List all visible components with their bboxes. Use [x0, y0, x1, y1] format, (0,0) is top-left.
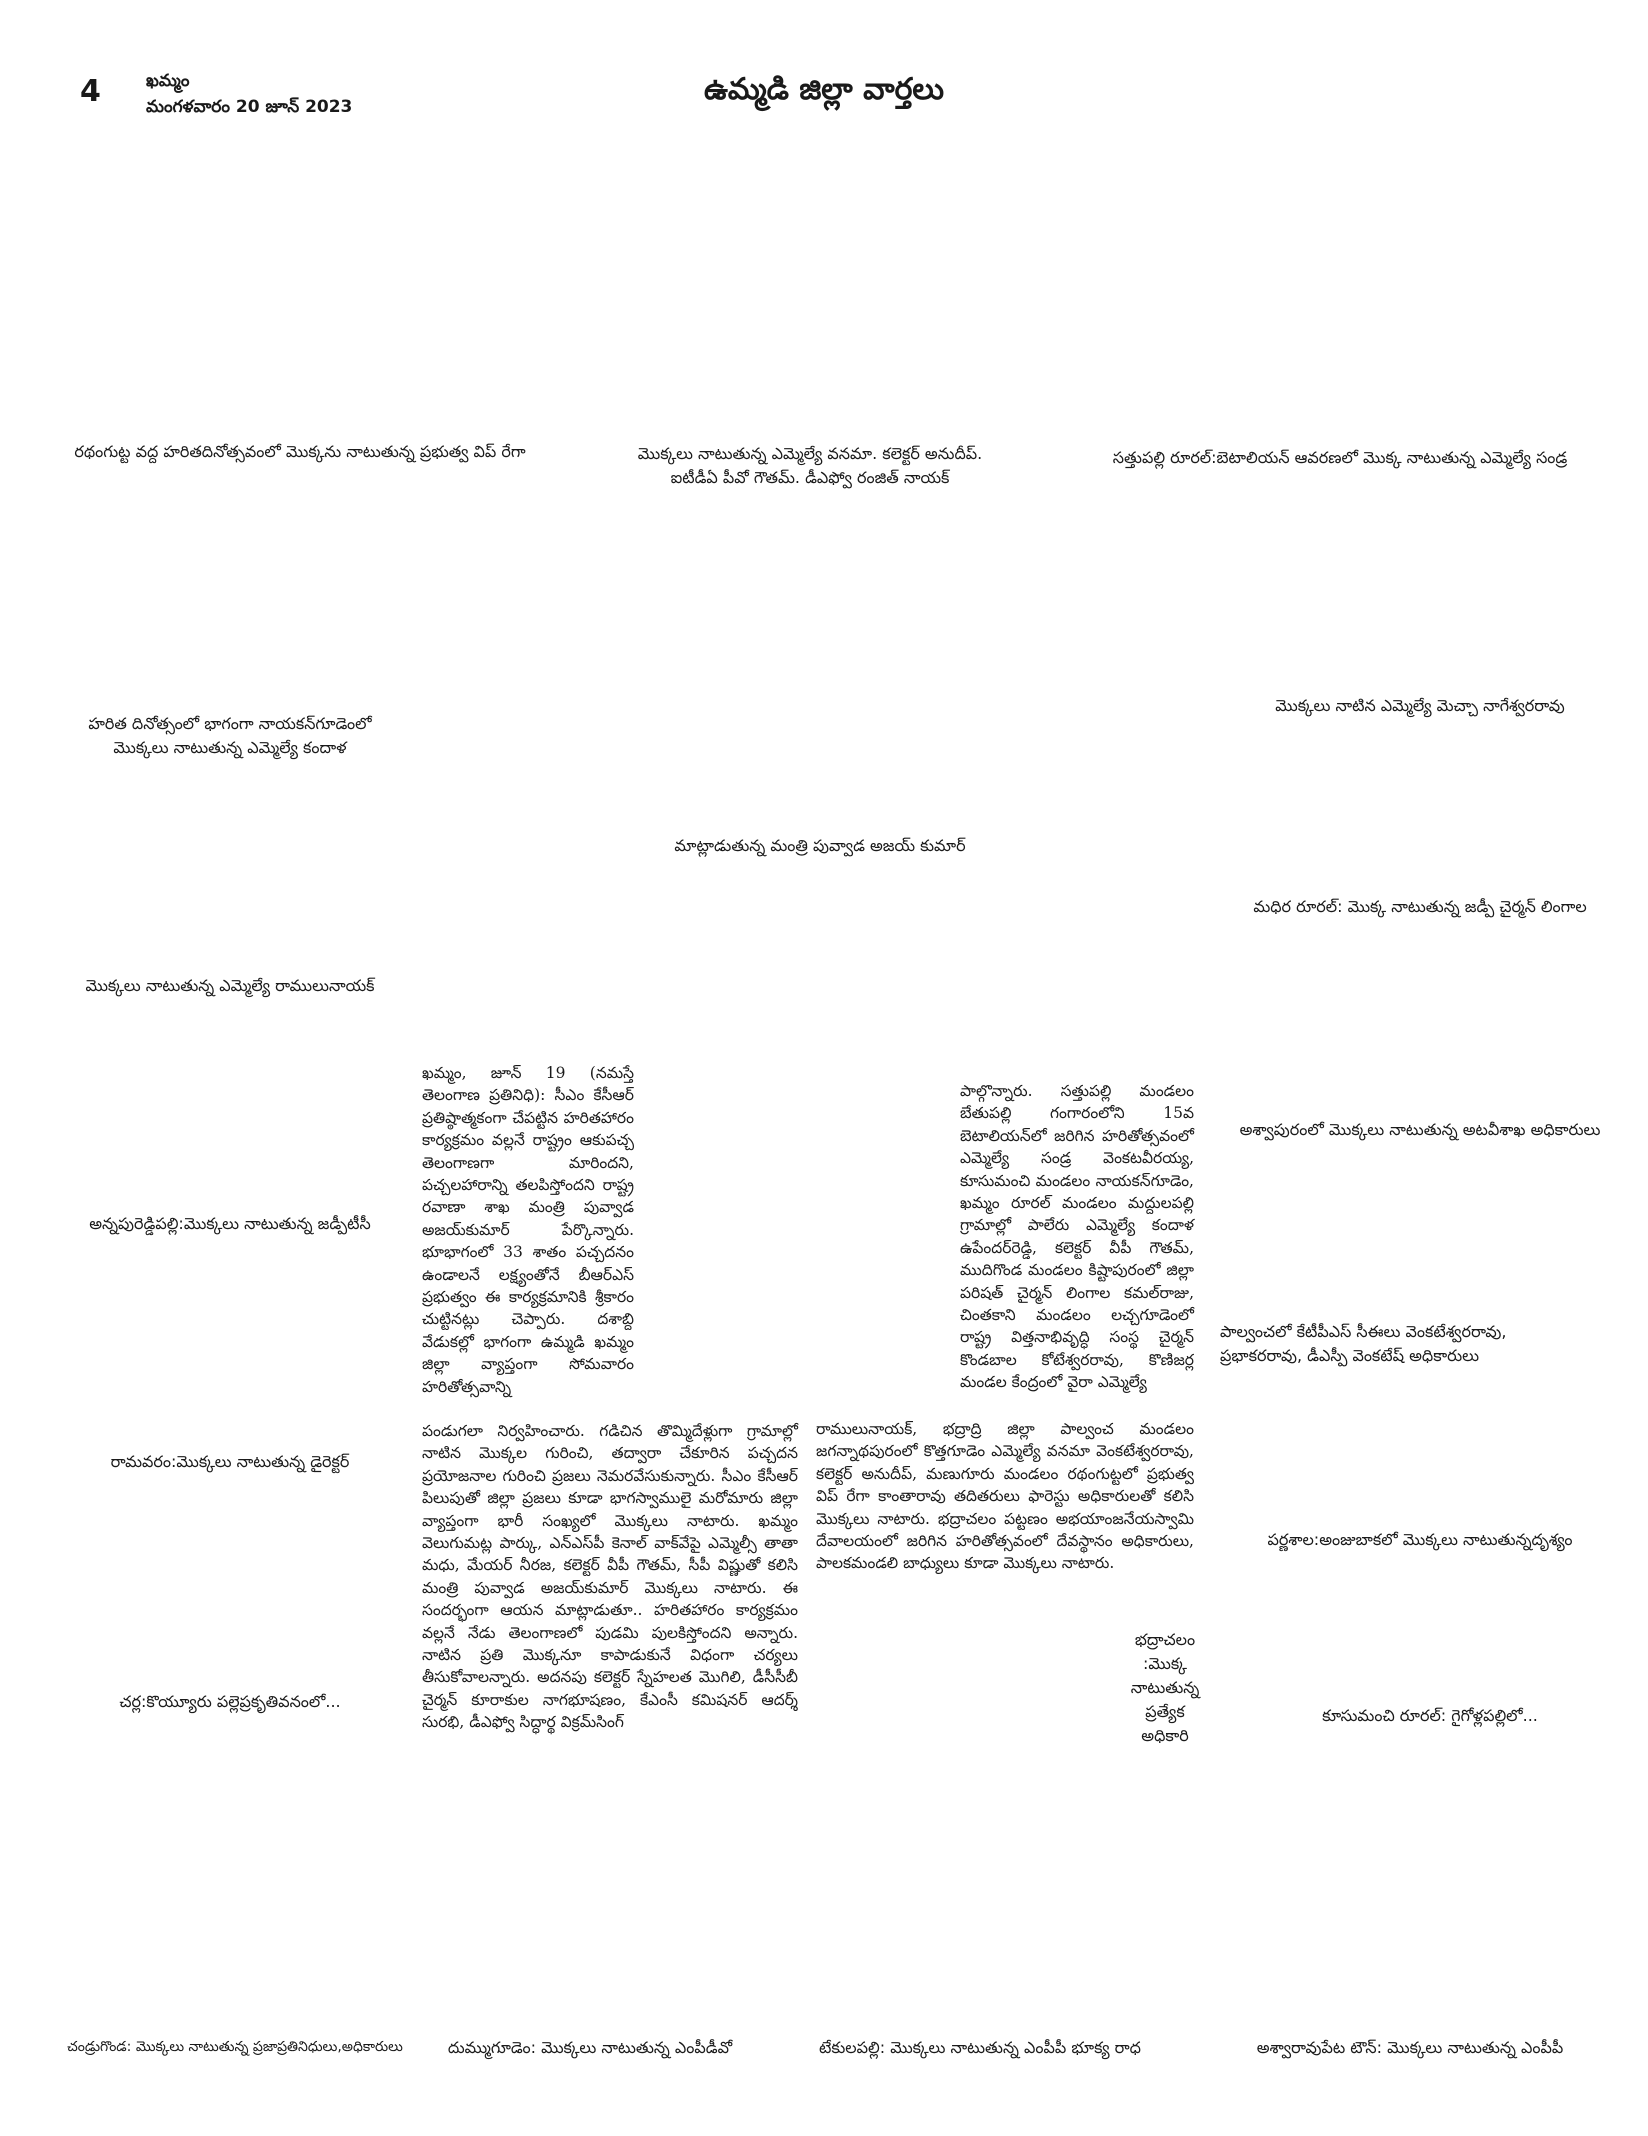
- article-column-2-bottom: రాములునాయక్, భద్రాద్రి జిల్లా పాల్వంచ మం…: [816, 1418, 1194, 1575]
- photo-caption: దుమ్ముగూడెం: మొక్కలు నాటుతున్న ఎంపీడీవో: [447, 2038, 733, 2057]
- caption-line: మొక్కలు నాటుతున్న ఎమ్మెల్యే వనమా. కలెక్ట…: [637, 444, 983, 463]
- article-column-1-bottom: పండుగలా నిర్వహించారు. గడిచిన తొమ్మిదేళ్ల…: [422, 1420, 798, 1734]
- caption-line: అధికారి: [1141, 1726, 1189, 1745]
- caption-line: భద్రాచలం: [1134, 1630, 1196, 1649]
- photo-caption: భద్రాచలం :మొక్క నాటుతున్న ప్రత్యేక అధికా…: [1110, 1628, 1220, 1748]
- photo-caption: అశ్వారావుపేట టౌన్: మొక్కలు నాటుతున్న ఎంప…: [1256, 2038, 1564, 2057]
- caption-line: :మొక్క: [1143, 1654, 1187, 1673]
- photo-caption: మొక్కలు నాటిన ఎమ్మెల్యే మెచ్చా నాగేశ్వరర…: [1275, 696, 1565, 715]
- caption-line: మొక్కలు నాటుతున్న ఎమ్మెల్యే కందాళ: [113, 738, 347, 757]
- article-paragraph: పండుగలా నిర్వహించారు. గడిచిన తొమ్మిదేళ్ల…: [422, 1422, 798, 1732]
- edition-city: ఖమ్మం: [146, 71, 190, 91]
- caption-line: నాటుతున్న: [1130, 1678, 1200, 1697]
- photo-caption: హరిత దినోత్సంలో భాగంగా నాయకన్‌గూడెంలో మొ…: [40, 712, 420, 760]
- caption-line: ప్రత్యేక: [1145, 1702, 1185, 1721]
- photo-caption: అన్నపురెడ్డిపల్లి:మొక్కలు నాటుతున్న జడ్ప…: [89, 1214, 371, 1233]
- photo-caption: రామవరం:మొక్కలు నాటుతున్న డైరెక్టర్: [110, 1452, 350, 1471]
- photo-caption: మొక్కలు నాటుతున్న ఎమ్మెల్యే వనమా. కలెక్ట…: [580, 442, 1040, 490]
- edition-date: మంగళవారం 20 జూన్ 2023: [146, 97, 353, 117]
- edition-info: ఖమ్మం మంగళవారం 20 జూన్ 2023: [146, 68, 352, 120]
- caption-line: ప్రభాకరరావు, డీఎస్పీ వెంకటేష్ అధికారులు: [1220, 1346, 1480, 1365]
- page-number: 4: [80, 74, 101, 109]
- photo-caption: సత్తుపల్లి రూరల్:బెటాలియన్ ఆవరణలో మొక్క …: [1112, 448, 1568, 467]
- section-title: ఉమ్మడి జిల్లా వార్తలు: [703, 72, 945, 107]
- article-column-2-top: పాల్గొన్నారు. సత్తుపల్లి మండలం బేతుపల్లి…: [960, 1080, 1194, 1394]
- caption-line: ఐటీడీఏ పీవో గౌతమ్. డీఎఫ్వో రంజిత్ నాయక్: [670, 468, 950, 487]
- photo-caption: మొక్కలు నాటుతున్న ఎమ్మెల్యే రాములునాయక్: [85, 976, 375, 995]
- photo-caption: మధిర రూరల్: మొక్క నాటుతున్న జడ్పీ చైర్మన…: [1253, 897, 1587, 916]
- article-column-1-top: ఖమ్మం, జూన్ 19 (నమస్తే తెలంగాణ ప్రతినిధి…: [422, 1062, 634, 1398]
- article-paragraph: రాములునాయక్, భద్రాద్రి జిల్లా పాల్వంచ మం…: [816, 1420, 1194, 1573]
- photo-caption: చండ్రుగొండ: మొక్కలు నాటుతున్న ప్రజాప్రతి…: [67, 2039, 403, 2055]
- caption-line: హరిత దినోత్సంలో భాగంగా నాయకన్‌గూడెంలో: [88, 714, 372, 733]
- photo-caption: టేకులపల్లి: మొక్కలు నాటుతున్న ఎంపీపీ భూక…: [819, 2038, 1141, 2057]
- photo-caption: రథంగుట్ట వద్ద హరితదినోత్సవంలో మొక్కను నా…: [74, 442, 526, 461]
- photo-caption: మాట్లాడుతున్న మంత్రి పువ్వాడ అజయ్ కుమార్: [674, 836, 966, 855]
- photo-caption: చర్ల:కొయ్యూరు పల్లెప్రకృతివనంలో...: [119, 1692, 341, 1711]
- article-paragraph: ఖమ్మం, జూన్ 19 (నమస్తే తెలంగాణ ప్రతినిధి…: [422, 1064, 634, 1396]
- article-paragraph: పాల్గొన్నారు. సత్తుపల్లి మండలం బేతుపల్లి…: [960, 1082, 1194, 1392]
- photo-caption: కూసుమంచి రూరల్: గైగోళ్లపల్లిలో...: [1322, 1706, 1538, 1725]
- photo-caption: పర్ణశాల:అంజుబాకలో మొక్కలు నాటుతున్నదృశ్య…: [1267, 1530, 1573, 1549]
- caption-line: పాల్వంచలో కేటీపీఎస్ సీఈలు వెంకటేశ్వరరావు…: [1220, 1322, 1507, 1341]
- photo-caption: అశ్వాపురంలో మొక్కలు నాటుతున్న అటవీశాఖ అధ…: [1239, 1120, 1601, 1139]
- photo-caption: పాల్వంచలో కేటీపీఎస్ సీఈలు వెంకటేశ్వరరావు…: [1220, 1320, 1620, 1368]
